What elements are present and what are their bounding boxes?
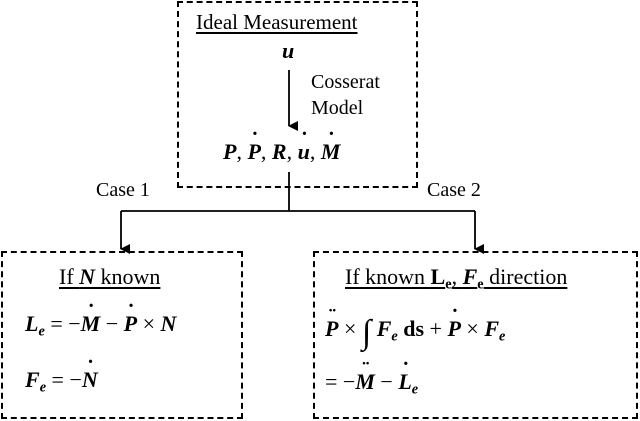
case2-equation-2: = −M − Le [325,371,418,397]
case2-equation-1: P × ∫ Fe ds + P × Fe [325,316,505,350]
ideal-measurement-box [177,1,418,188]
case1-equation-2: Fe = −N [25,369,98,395]
case2-box [313,251,638,419]
case1-box [1,251,243,419]
model-label-line1: Cosserat [311,71,380,93]
case1-equation-1: Le = −M − P × N [25,313,176,339]
case1-title: If N known [59,264,161,289]
top-box-title: Ideal Measurement [196,10,358,34]
case2-label: Case 2 [427,179,481,201]
input-variable-u: u [282,38,295,63]
case2-title: If known Le, Fe direction [345,264,568,293]
case1-label: Case 1 [96,179,150,201]
model-outputs: P, P, R, u, M [223,141,340,163]
model-label-line2: Model [311,97,364,119]
